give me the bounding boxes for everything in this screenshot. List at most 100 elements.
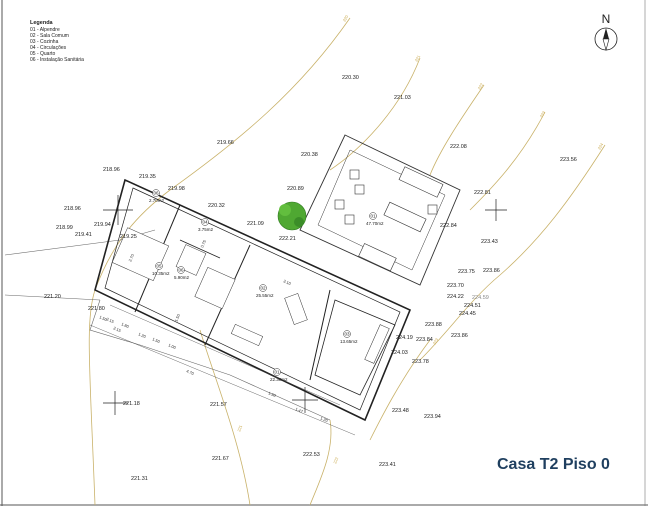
- deck-furniture: [334, 166, 444, 272]
- spot-elevation: 220.32: [208, 203, 225, 209]
- contour-label: 223: [432, 337, 440, 346]
- compass-icon: [594, 27, 618, 52]
- dimension-lines: [89, 304, 356, 436]
- spot-elevation: 223.41: [379, 462, 396, 468]
- legend-item: 03 - Cozinha: [30, 39, 59, 45]
- contour-label: 221: [236, 424, 243, 433]
- spot-elevation: 219.94: [94, 222, 111, 228]
- spot-elevation: 221.18: [123, 401, 140, 407]
- room-number-circle: [369, 212, 377, 220]
- spot-elevation: 224.19: [396, 335, 413, 341]
- dimension-label: 2.70: [127, 253, 135, 263]
- dimension-label: 1.50: [99, 314, 109, 322]
- legend-item: 01 - Alpendre: [30, 27, 60, 33]
- dining-table: [358, 243, 397, 272]
- legend-item: 02 - Sala Comum: [30, 33, 69, 39]
- boundary-line: [4, 294, 101, 301]
- boundary-line: [89, 299, 331, 421]
- legend-title: Legenda: [30, 20, 53, 26]
- legend-item: 06 - Instalação Sanitária: [30, 57, 84, 63]
- dimension-label: 1.80: [121, 321, 131, 329]
- contour-line: [469, 111, 546, 211]
- legend: Legenda 01 - Alpendre 02 - Sala Comum 03…: [30, 20, 84, 63]
- kitchen-walls: [314, 299, 396, 396]
- spot-elevation: 219.35: [139, 174, 156, 180]
- dimension-label: 4.70: [186, 368, 196, 376]
- contour-line: [429, 84, 485, 176]
- spot-elevation: 221.31: [131, 476, 148, 482]
- spot-elevation: 224.22: [447, 294, 464, 300]
- interior-wall: [309, 289, 331, 381]
- bed: [194, 266, 236, 310]
- spot-elevation: 220.30: [342, 75, 359, 81]
- dimension-label: 2.15: [113, 325, 123, 333]
- sofa: [398, 166, 444, 198]
- drawing-title: Casa T2 Piso 0: [497, 456, 610, 473]
- dimension-label: 1.00: [168, 342, 178, 350]
- contour-line: [199, 329, 251, 506]
- dimension-label: 1.50: [152, 336, 162, 344]
- contour-label: 221: [414, 54, 422, 63]
- tree: [277, 201, 307, 231]
- spot-elevation: 224.03: [391, 350, 408, 356]
- chair: [334, 199, 345, 210]
- dimension-label: 3.10: [283, 278, 293, 286]
- contour-label: 224: [597, 142, 605, 151]
- spot-elevation: 222.84: [440, 223, 457, 229]
- room-number: 05: [157, 264, 163, 269]
- legend-item: 04 - Circulações: [30, 45, 67, 51]
- dimension-line: [89, 324, 356, 436]
- room-area: 3.75m2: [198, 227, 214, 232]
- chair: [354, 184, 365, 195]
- spot-elevation: 218.96: [64, 206, 81, 212]
- contour-line: [419, 144, 606, 361]
- spot-elevation: 221.20: [44, 294, 61, 300]
- spot-elevation: 223.86: [483, 268, 500, 274]
- room-area: 10.35m2: [152, 271, 170, 276]
- contour-line: [369, 339, 431, 441]
- contour-line: [309, 419, 332, 506]
- spot-elevation: 221.57: [210, 402, 227, 408]
- room-number: 06: [179, 268, 185, 273]
- deck-outline: [299, 134, 461, 286]
- north-label: N: [601, 12, 611, 26]
- spot-elevation: 222.08: [450, 144, 467, 150]
- sofa: [383, 201, 427, 233]
- room-number: 02: [261, 286, 267, 291]
- spot-elevation: 219.25: [120, 234, 137, 240]
- room-number: 04: [203, 220, 209, 225]
- spot-elevation: 223.43: [481, 239, 498, 245]
- spot-elevation: 223.86: [451, 333, 468, 339]
- spot-elevation: 221.80: [88, 306, 105, 312]
- room-number-circle: [177, 266, 185, 274]
- spot-elevation: 223.56: [560, 157, 577, 163]
- contour-lines: [88, 17, 606, 506]
- spot-elevation: 223.94: [424, 414, 441, 420]
- spot-elevation: 223.84: [416, 337, 433, 343]
- room-number: 03: [345, 332, 351, 337]
- site-boundary: [4, 229, 331, 421]
- spot-elevation: 224.51: [464, 303, 481, 309]
- chair: [349, 169, 360, 180]
- spot-elevation: 218.99: [56, 225, 73, 231]
- spot-elevation: 223.88: [425, 322, 442, 328]
- room-number-circle: [259, 284, 267, 292]
- house-inner-outline: [104, 187, 401, 411]
- room-number-circle: [155, 262, 163, 270]
- contour-label: 222: [477, 82, 485, 91]
- house-walls: [94, 178, 412, 422]
- spot-elevation: 223.48: [392, 408, 409, 414]
- spot-elevation: 221.09: [247, 221, 264, 227]
- north-arrow: N: [593, 12, 619, 57]
- spot-elevation: 223.78: [412, 359, 429, 365]
- dimension-label: 1.50: [268, 390, 278, 398]
- dimension-label: 0.75: [199, 239, 207, 249]
- tree-canopy: [279, 204, 291, 216]
- spot-elevation: 220.89: [287, 186, 304, 192]
- room-number-circle: [201, 218, 209, 226]
- dimension-label: 1.20: [320, 415, 330, 423]
- dimension-label: 1.20: [138, 331, 148, 339]
- spot-elevation: 223.75: [458, 269, 475, 275]
